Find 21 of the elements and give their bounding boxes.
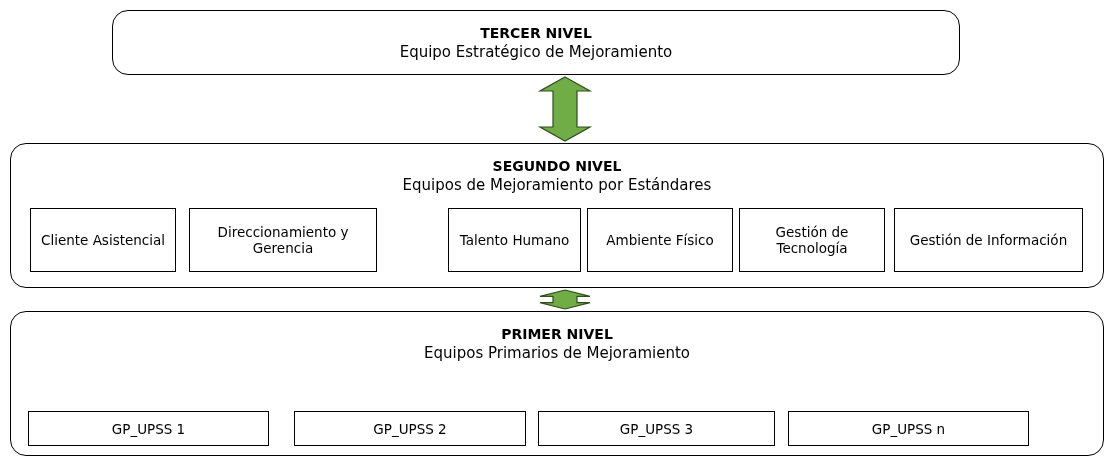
- team-box: Gestión de Tecnología: [739, 208, 885, 272]
- team-box: Talento Humano: [448, 208, 581, 272]
- double-arrow: [539, 289, 591, 310]
- team-box: GP_UPSS n: [788, 411, 1029, 446]
- level-panel: [112, 10, 960, 75]
- team-box: Direccionamiento y Gerencia: [189, 208, 377, 272]
- level-title: TERCER NIVEL: [479, 25, 593, 41]
- double-arrow: [537, 76, 593, 142]
- team-box: Cliente Asistencial: [30, 208, 176, 272]
- level-subtitle: Equipos de Mejoramiento por Estándares: [401, 176, 713, 194]
- team-box: Gestión de Información: [894, 208, 1083, 272]
- level-title: PRIMER NIVEL: [500, 326, 614, 342]
- team-box: GP_UPSS 3: [538, 411, 775, 446]
- level-panel: [10, 311, 1104, 456]
- team-box: GP_UPSS 2: [294, 411, 526, 446]
- team-box: GP_UPSS 1: [28, 411, 269, 446]
- level-subtitle: Equipos Primarios de Mejoramiento: [423, 344, 691, 362]
- level-panel: [10, 143, 1104, 288]
- level-subtitle: Equipo Estratégico de Mejoramiento: [398, 43, 674, 61]
- team-box: Ambiente Físico: [587, 208, 733, 272]
- level-title: SEGUNDO NIVEL: [491, 158, 623, 174]
